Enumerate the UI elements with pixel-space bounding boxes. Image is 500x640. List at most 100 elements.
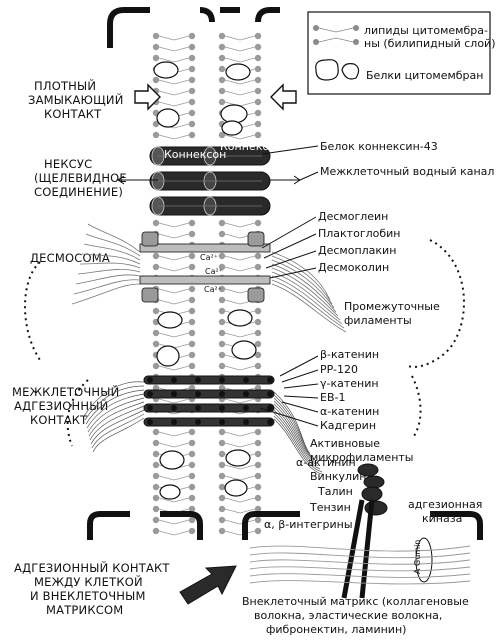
lipid-tail: [173, 365, 190, 371]
beta-catenin-leader: [279, 355, 319, 377]
membrane-protein: [227, 309, 253, 327]
lipid-head: [188, 527, 196, 535]
lipid-head: [152, 307, 160, 315]
intermediate-filament: [271, 255, 333, 305]
actin-filament: [84, 385, 145, 421]
lipid-head: [188, 340, 196, 348]
lipid-head: [254, 307, 262, 315]
membrane-protein: [159, 450, 185, 470]
adhesion-dotted-outline-right: [411, 375, 422, 437]
lipid-head: [254, 450, 262, 458]
lipid-head: [188, 505, 196, 513]
actin-filament: [273, 409, 319, 467]
actin-filament: [92, 417, 145, 453]
lipid-head: [254, 76, 262, 84]
lipid-tail: [158, 288, 175, 294]
lipid-head: [188, 120, 196, 128]
lipid-tail: [173, 332, 190, 338]
lipid-tail: [173, 266, 190, 272]
lipid-head: [254, 340, 262, 348]
gamma-catenin-leader: [283, 383, 319, 389]
lipid-tail: [173, 35, 190, 41]
intermediate-filament: [71, 283, 141, 305]
actin-filament: [273, 412, 321, 470]
desmosome-plaque: [247, 287, 265, 303]
desmocollin-label: Десмоколин: [318, 261, 389, 274]
lipid-tail: [173, 299, 190, 305]
focal-adhesion: α-актинин Винкулин Талин Тензин α, β-инт…: [14, 456, 483, 636]
lipid-tail: [239, 266, 256, 272]
plakoglobin-label: Плактоглобин: [318, 227, 401, 240]
lipid-head: [218, 351, 226, 359]
lipid-head: [254, 461, 262, 469]
lipid-tail: [173, 57, 190, 63]
catenin-bead: [147, 405, 153, 411]
lipid-tail: [173, 519, 190, 525]
adhesion-label-1: МЕЖКЛЕТОЧНЫЙ: [12, 384, 119, 399]
catenin-bead: [219, 405, 225, 411]
lipid-tail: [173, 398, 190, 404]
lipid-tail: [224, 57, 241, 63]
lipid-head: [218, 494, 226, 502]
adhesion-dotted-outline-left: [66, 379, 89, 447]
cadherin-leader: [259, 407, 319, 427]
matrix-contact-label-3: И ВНЕКЛЕТОЧНЫМ: [30, 589, 146, 603]
actin-filament: [273, 418, 325, 476]
matrix-fibre: [249, 580, 471, 585]
lipid-tail: [224, 46, 241, 52]
connexin-label: Белок коннексин-43: [320, 140, 438, 153]
intermediate-filament: [75, 274, 141, 285]
membrane-protein: [224, 479, 248, 497]
lipid-head: [254, 263, 262, 271]
catenin-bead: [267, 391, 273, 397]
lipid-head: [152, 461, 160, 469]
lipid-tail: [173, 497, 190, 503]
membrane-protein: [225, 449, 251, 467]
lipid-head: [188, 461, 196, 469]
intermediate-filament: [83, 243, 141, 261]
lipid-head: [254, 219, 262, 227]
beta-catenin-label: β-катенин: [320, 348, 379, 361]
lipid-head: [254, 351, 262, 359]
lipid-head: [188, 494, 196, 502]
catenin-bead: [195, 391, 201, 397]
matrix-fibre: [249, 566, 471, 572]
lipid-head: [188, 87, 196, 95]
tensin-label: Тензин: [309, 501, 351, 514]
nexus: НЕКСУС (ЩЕЛЕВИДНОЕ СОЕДИНЕНИЕ) Коннексон…: [34, 140, 494, 216]
alpha-catenin-label: α-катенин: [320, 405, 379, 418]
matrix-fibre: [249, 552, 471, 559]
protein-legend-text: Белки цитомембран: [366, 69, 483, 82]
lipid-tail: [158, 519, 175, 525]
lipid-tail: [239, 222, 256, 228]
matrix-pointer-arrow: [179, 565, 237, 605]
lipid-head: [152, 428, 160, 436]
lipid-tail: [158, 233, 175, 239]
lipid-head: [188, 472, 196, 480]
desmosome-dotted-outline-right: [407, 239, 465, 368]
lipid-tail: [239, 134, 256, 140]
lipid-tail: [224, 288, 241, 294]
lipid-head: [188, 483, 196, 491]
gamma-catenin-label: γ-катенин: [320, 377, 379, 390]
matrix-label-2: волокна, эластические волокна,: [254, 609, 442, 622]
lipid-head: [218, 54, 226, 62]
lipid-head: [254, 120, 262, 128]
actin-filament: [273, 397, 311, 455]
intermediate-filament: [85, 233, 141, 257]
water-channel-label: Межклеточный водный канал: [320, 165, 494, 178]
lipid-head: [254, 54, 262, 62]
lipid-head: [218, 65, 226, 73]
lipid-head: [188, 98, 196, 106]
intermediate-filament: [79, 262, 141, 269]
vinculin-label: Винкулин: [310, 470, 366, 483]
catenin-bead: [219, 391, 225, 397]
desmosome-strand: [139, 275, 271, 285]
tight-junction: ПЛОТНЫЙ ЗАМЫКАЮЩИЙ КОНТАКТ: [28, 78, 297, 121]
membrane-protein: [225, 63, 251, 81]
a-gumin-label: A Gumin: [413, 540, 422, 574]
catenin-bead: [219, 419, 225, 425]
lipid-head: [188, 219, 196, 227]
microfilaments-label-2: микрофиламенты: [310, 451, 413, 464]
